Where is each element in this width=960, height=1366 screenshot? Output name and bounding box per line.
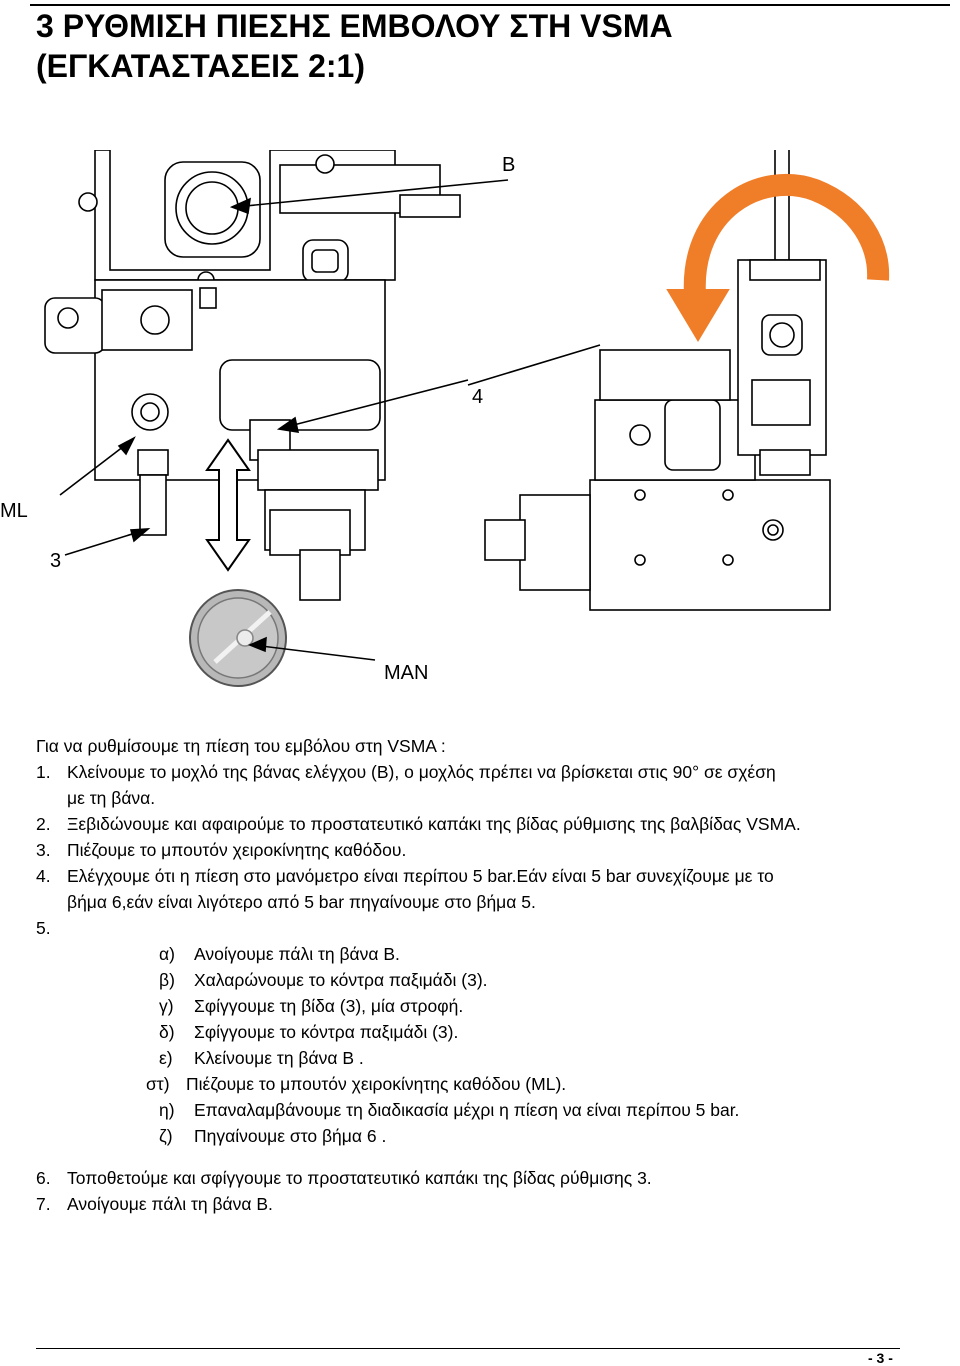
step-1: 1. Κλείνουμε το μοχλό της βάνας ελέγχου … [36,759,946,785]
substep-marker: η) [159,1100,175,1120]
rotation-arrow-head [666,289,730,342]
substep-b: β) Χαλαρώνουμε το κόντρα παξιμάδι (3). [36,967,946,993]
step-7: 7. Ανοίγουμε πάλι τη βάνα B. [36,1191,946,1217]
substep-marker: γ) [159,996,174,1016]
top-rule [30,4,950,6]
substep-e: ε) Κλείνουμε τη βάνα B . [36,1045,946,1071]
substep-marker: ε) [159,1048,173,1068]
substep-text: Κλείνουμε τη βάνα B . [194,1048,364,1068]
step-4-continued: βήμα 6,εάν είναι λιγότερο από 5 bar πηγα… [36,889,946,915]
step-text: Ανοίγουμε πάλι τη βάνα B. [67,1194,273,1214]
step-number: 6. [36,1168,51,1188]
label-b: B [502,154,516,176]
step-3: 3. Πιέζουμε το μπουτόν χειροκίνητης καθό… [36,837,946,863]
step-text: Ελέγχουμε ότι η πίεση στο μανόμετρο είνα… [67,866,774,886]
substep-c: γ) Σφίγγουμε τη βίδα (3), μία στροφή. [36,993,946,1019]
secondary-valve-block [484,129,831,611]
step-number: 1. [36,762,51,782]
footer-rule [36,1348,900,1349]
substep-a: α) Ανοίγουμε πάλι τη βάνα B. [36,941,946,967]
substep-text: Χαλαρώνουμε το κόντρα παξιμάδι (3). [194,970,488,990]
leader-lines [59,179,601,661]
step-6: 6. Τοποθετούμε και σφίγγουμε το προστατε… [36,1165,946,1191]
label-man: MAN [384,662,429,684]
substep-g: η) Επαναλαμβάνουμε τη διαδικασία μέχρι η… [36,1097,946,1123]
valve-diagram: B 4 ML 3 MAN [0,129,960,695]
step-5: 5. [36,915,946,941]
substep-marker: α) [159,944,175,964]
step-1-continued: με τη βάνα. [36,785,946,811]
valve-drawing [44,129,890,687]
substep-marker: δ) [159,1022,175,1042]
step-4: 4. Ελέγχουμε ότι η πίεση στο μανόμετρο ε… [36,863,946,889]
substep-marker: στ) [146,1074,170,1094]
step-number: 7. [36,1194,51,1214]
substep-text: Ανοίγουμε πάλι τη βάνα B. [194,944,400,964]
intro-text: Για να ρυθμίσουμε τη πίεση του εμβόλου σ… [36,736,446,756]
step-number: 4. [36,866,51,886]
substep-text: Σφίγγουμε το κόντρα παξιμάδι (3). [194,1022,459,1042]
title-line-2: (ΕΓΚΑΤΑΣΤΑΣΕΙΣ 2:1) [36,48,365,84]
instructions: Για να ρυθμίσουμε τη πίεση του εμβόλου σ… [36,733,946,1217]
step-text: Τοποθετούμε και σφίγγουμε το προστατευτι… [67,1168,652,1188]
double-arrow [205,438,251,572]
substep-text: Σφίγγουμε τη βίδα (3), μία στροφή. [194,996,464,1016]
step-text-continued: βήμα 6,εάν είναι λιγότερο από 5 bar πηγα… [67,892,536,912]
substep-d: δ) Σφίγγουμε το κόντρα παξιμάδι (3). [36,1019,946,1045]
substep-text: Πηγαίνουμε στο βήμα 6 . [194,1126,387,1146]
step-2: 2. Ξεβιδώνουμε και αφαιρούμε το προστατε… [36,811,946,837]
substep-marker: ζ) [159,1126,173,1146]
step-text: Ξεβιδώνουμε και αφαιρούμε το προστατευτι… [67,814,801,834]
page-title: 3 ΡΥΘΜΙΣΗ ΠΙΕΣΗΣ ΕΜΒΟΛΟΥ ΣΤΗ VSMA (ΕΓΚΑΤ… [36,6,673,86]
rotation-arrow [683,174,890,296]
substep-text: Επαναλαμβάνουμε τη διαδικασία μέχρι η πί… [194,1100,740,1120]
substep-h: ζ) Πηγαίνουμε στο βήμα 6 . [36,1123,946,1149]
step-number: 3. [36,840,51,860]
label-ml: ML [0,500,28,522]
step-text: Κλείνουμε το μοχλό της βάνας ελέγχου (B)… [67,762,776,782]
step-number: 5. [36,918,51,938]
substep-f: στ) Πιέζουμε το μπουτόν χειροκίνητης καθ… [36,1071,946,1097]
substep-text: Πιέζουμε το μπουτόν χειροκίνητης καθόδου… [186,1074,567,1094]
main-valve-block [44,139,461,601]
step-text: Πιέζουμε το μπουτόν χειροκίνητης καθόδου… [67,840,407,860]
intro-line: Για να ρυθμίσουμε τη πίεση του εμβόλου σ… [36,733,946,759]
label-4: 4 [472,386,484,408]
step-number: 2. [36,814,51,834]
page-number: - 3 - [868,1350,893,1366]
label-3: 3 [50,550,62,572]
pressure-gauge [189,589,287,687]
spacer [36,1149,946,1165]
step-text-continued: με τη βάνα. [67,788,156,808]
title-line-1: 3 ΡΥΘΜΙΣΗ ΠΙΕΣΗΣ ΕΜΒΟΛΟΥ ΣΤΗ VSMA [36,8,673,44]
substep-marker: β) [159,970,175,990]
